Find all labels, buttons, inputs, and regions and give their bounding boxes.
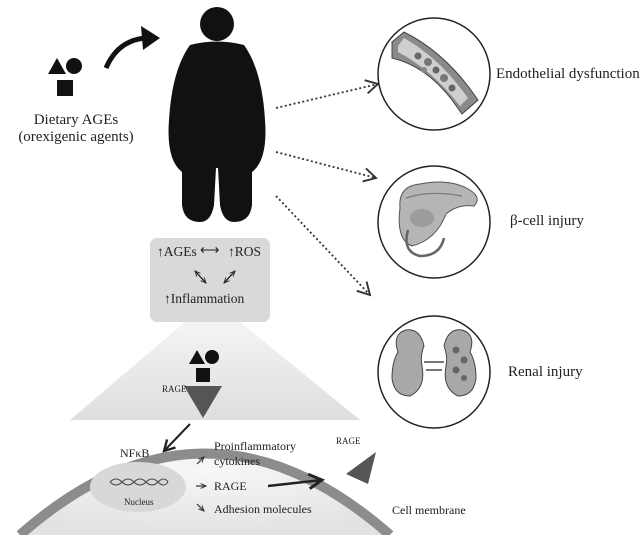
- rage-receptor-left-icon: [184, 386, 222, 418]
- zoom-cone: [70, 322, 360, 420]
- ros-up-label: ↑ROS: [228, 244, 262, 259]
- proinflammatory-line1: Proinflammatory: [214, 439, 296, 453]
- renal-injury-label: Renal injury: [508, 364, 583, 380]
- endothelial-dysfunction-label: Endothelial dysfunction: [496, 66, 640, 82]
- ages-up-label: ↑AGEs: [157, 244, 197, 259]
- beta-cell-injury-label: β-cell injury: [510, 213, 584, 229]
- dotted-arrows: [275, 79, 380, 297]
- pancreas-icon: [398, 181, 478, 258]
- rage-to-nfkb-arrow: [164, 423, 191, 451]
- nucleus: [90, 462, 186, 512]
- output-arrows: [196, 456, 208, 512]
- curved-arrow-icon: [103, 26, 160, 70]
- rage-right-label: RAGE: [336, 436, 361, 446]
- dietary-ages-line1: Dietary AGEs: [33, 112, 119, 128]
- blood-vessel-icon: [391, 31, 479, 115]
- bidirectional-arrow: ⟷: [200, 242, 220, 257]
- dietary-ages-line2: (orexigenic agents): [18, 129, 134, 145]
- ages-ros-inflammation-box: [150, 238, 270, 322]
- nfkb-label: NFκB: [120, 446, 150, 460]
- rage-left-label: RAGE: [162, 384, 187, 394]
- rage-receptor-right-icon: [346, 452, 376, 484]
- rage-to-membrane-arrow: [267, 480, 322, 486]
- inflammation-up-label: ↑Inflammation: [164, 291, 245, 306]
- obese-person-icon: [168, 7, 266, 222]
- feedback-arrows: [194, 270, 236, 284]
- proinflammatory-line2: cytokines: [214, 454, 260, 468]
- cell-membrane-label: Cell membrane: [392, 503, 466, 517]
- dietary-ages-shapes-icon: [48, 58, 82, 96]
- kidneys-icon: [391, 329, 477, 397]
- adhesion-molecules-label: Adhesion molecules: [214, 502, 312, 516]
- cell-membrane: [16, 448, 394, 535]
- dietary-ages-label: Dietary AGEs (orexigenic agents): [10, 112, 142, 146]
- dna-icon: [109, 478, 169, 486]
- ligand-shapes-icon: [189, 350, 219, 382]
- rage-expression-label: RAGE: [214, 479, 247, 493]
- nucleus-label: Nucleus: [124, 497, 154, 507]
